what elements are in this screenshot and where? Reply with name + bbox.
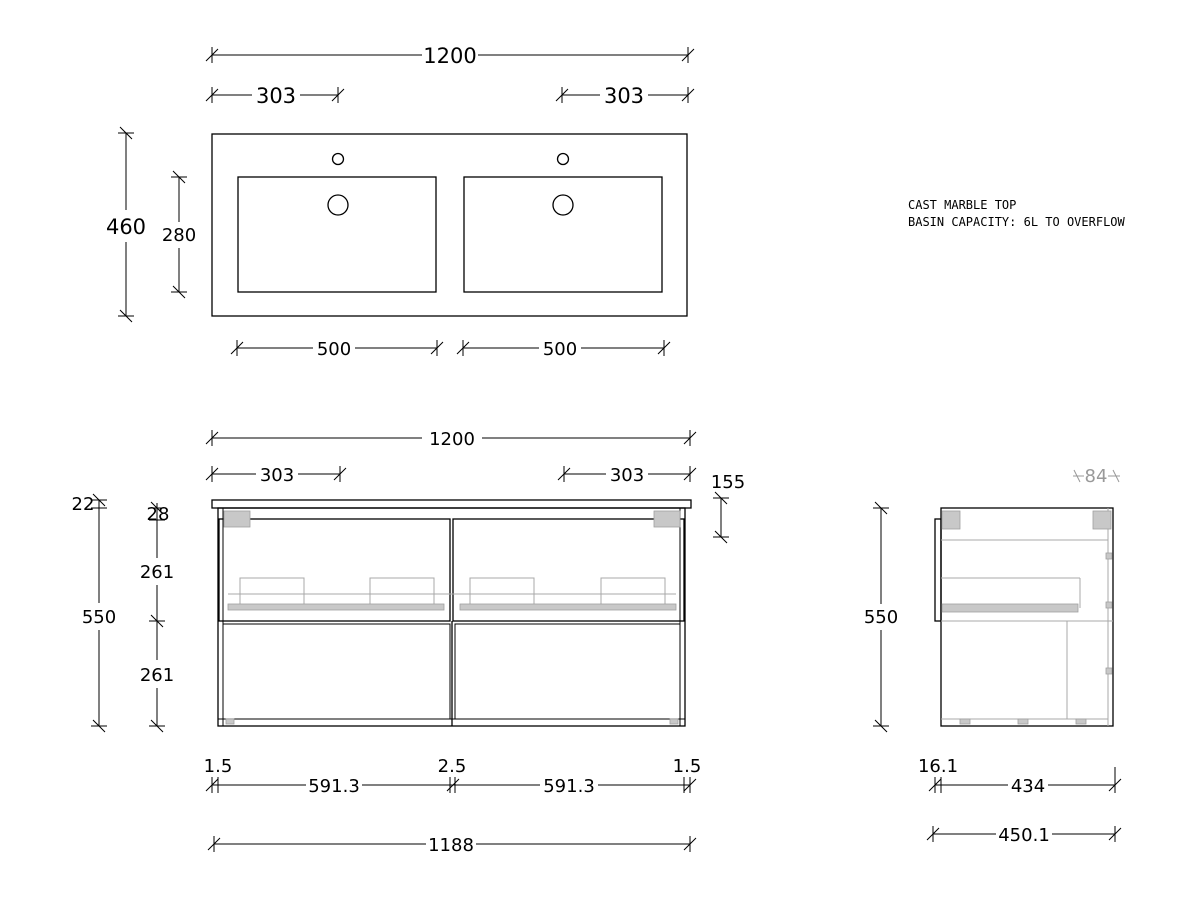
note-capacity: BASIN CAPACITY: 6L TO OVERFLOW [908, 215, 1126, 229]
side-cabinet-outline [940, 507, 1114, 727]
cabinet-width-label: 1188 [428, 835, 474, 856]
top-thickness-dimension: 22 [72, 494, 95, 515]
drawer-lower-height-label: 261 [140, 665, 174, 686]
side-body-depth-label: 434 [1011, 776, 1045, 797]
overhang-label: 155 [711, 472, 745, 493]
gap-right-label: 1.5 [673, 756, 702, 777]
front-width-label: 1200 [429, 429, 475, 450]
side-total-depth-label: 450.1 [998, 825, 1050, 846]
front-tap-offset-left-label: 303 [260, 465, 294, 486]
side-view: 84 550 16.1 [864, 466, 1122, 846]
tap-hole-left [331, 152, 345, 166]
basin-left-outline [237, 176, 437, 293]
top-width-label: 1200 [423, 44, 476, 68]
basin-width-left-label: 500 [317, 339, 351, 360]
top-tap-offset-left-dimension: 303 [205, 84, 345, 108]
side-total-depth-dimension: 450.1 [926, 825, 1122, 846]
vanity-top-outline [211, 133, 688, 317]
drawer-internals [223, 510, 681, 725]
drawer-width-left-label: 591.3 [308, 776, 360, 797]
front-width-dimension: 1200 [205, 429, 697, 450]
cabinet-width-dimension: 1188 [207, 835, 697, 856]
basin-right-outline [463, 176, 663, 293]
top-depth-label: 460 [106, 215, 146, 239]
front-height-dimension: 550 [82, 493, 116, 733]
front-thickness-label: 16.1 [918, 756, 958, 777]
side-top-offset-dimension: 84 [1073, 466, 1120, 487]
gap-center-label: 2.5 [438, 756, 467, 777]
waste-hole-left [327, 194, 349, 216]
basin-width-left-dimension: 500 [230, 339, 444, 360]
top-tap-offset-right-label: 303 [604, 84, 644, 108]
gap-left-label: 1.5 [204, 756, 233, 777]
tap-hole-right [556, 152, 570, 166]
top-thickness-label: 22 [72, 494, 95, 515]
basin-width-right-label: 500 [543, 339, 577, 360]
side-height-dimension: 550 [864, 501, 898, 733]
top-depth-dimension: 460 [106, 126, 146, 323]
front-tap-offset-left-dimension: 303 [205, 465, 347, 486]
note-material: CAST MARBLE TOP [908, 198, 1016, 212]
basin-depth-dimension: 280 [162, 170, 196, 299]
side-top-offset-label: 84 [1085, 466, 1108, 487]
front-vanity-top [211, 499, 692, 509]
top-tap-offset-right-dimension: 303 [555, 84, 695, 108]
basin-width-right-dimension: 500 [456, 339, 671, 360]
drawer-upper-height-label: 261 [140, 562, 174, 583]
drawer-width-dimensions: 591.3 591.3 [205, 776, 697, 797]
lower-drawer-left [222, 623, 451, 720]
top-view: 1200 303 303 460 280 [106, 44, 695, 360]
front-height-label: 550 [82, 607, 116, 628]
basin-depth-label: 280 [162, 225, 196, 246]
upper-drawer-left [218, 518, 451, 622]
drawer-width-right-label: 591.3 [543, 776, 595, 797]
front-tap-offset-right-label: 303 [610, 465, 644, 486]
side-body-depth-dimension: 434 [928, 767, 1122, 797]
drawer-height-dimensions: 28 261 261 [140, 501, 174, 733]
side-height-label: 550 [864, 607, 898, 628]
side-internals [941, 508, 1113, 726]
front-view: 1200 303 303 155 22 [72, 429, 746, 856]
panel-thickness-label: 28 [147, 504, 170, 525]
top-tap-offset-left-label: 303 [256, 84, 296, 108]
waste-hole-right [552, 194, 574, 216]
upper-drawer-right [452, 518, 685, 622]
top-width-dimension: 1200 [205, 44, 695, 68]
front-tap-offset-right-dimension: 303 [557, 465, 697, 486]
overhang-dimension: 155 [711, 472, 745, 544]
side-drawer-front [934, 518, 942, 622]
lower-drawer-right [454, 623, 681, 720]
